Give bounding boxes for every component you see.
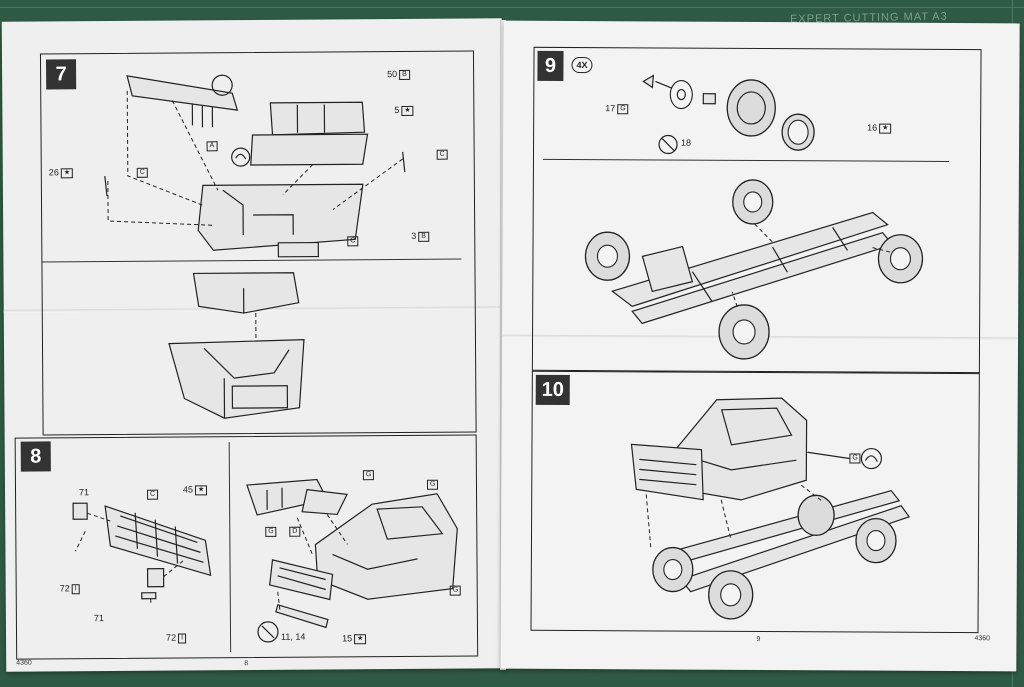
part-code-c-right: C (435, 149, 448, 160)
part-label-45: 45★ (183, 484, 208, 496)
step10-final-assembly-diagram (630, 397, 911, 620)
page-number-left: 8 (244, 660, 249, 668)
part-label-16: 16★ (867, 123, 892, 134)
step9-chassis-diagram (584, 179, 924, 360)
part-label-71-top: 71 (78, 487, 90, 498)
part-label-71-bottom: 71 (93, 613, 104, 624)
step8-number-badge: 8 (20, 441, 51, 472)
part-code-g-step10: G (847, 452, 861, 464)
part-code-g-1: G (361, 469, 375, 480)
catalog-number-right: 4360 (974, 635, 991, 643)
step10-number-badge: 10 (535, 374, 570, 406)
part-code-g-4: G (448, 585, 462, 596)
part-label-18: 18 (681, 137, 692, 148)
part-label-15: 15★ (342, 633, 367, 644)
part-label-26: 26★ (49, 167, 74, 178)
step8-grille-diagram (72, 502, 212, 606)
part-code-c-grille: C (145, 489, 159, 500)
part-code-d: D (287, 526, 301, 537)
multiplier-badge: 4X (571, 57, 593, 74)
part-label-11-14: 11, 14 (281, 631, 306, 642)
part-code-c-left: C (135, 167, 148, 178)
part-code-g-3: G (263, 526, 277, 537)
part-code-a: A (205, 140, 218, 151)
part-code-g-2: G (425, 479, 439, 490)
step7-seat-diagram (104, 74, 406, 258)
page-number-right: 9 (756, 635, 761, 644)
step7-number-badge: 7 (46, 59, 77, 90)
step8-cab-assembly-diagram (246, 478, 458, 643)
part-label-5: 5★ (394, 105, 414, 116)
step7-cab-interior-diagram (168, 272, 305, 419)
step9-wheel-diagram (642, 74, 815, 155)
catalog-number-left: 4360 (16, 659, 32, 667)
step9-number-badge: 9 (537, 50, 564, 81)
part-code-c-bottom: C (345, 235, 359, 246)
mat-grid-line (0, 7, 1024, 8)
